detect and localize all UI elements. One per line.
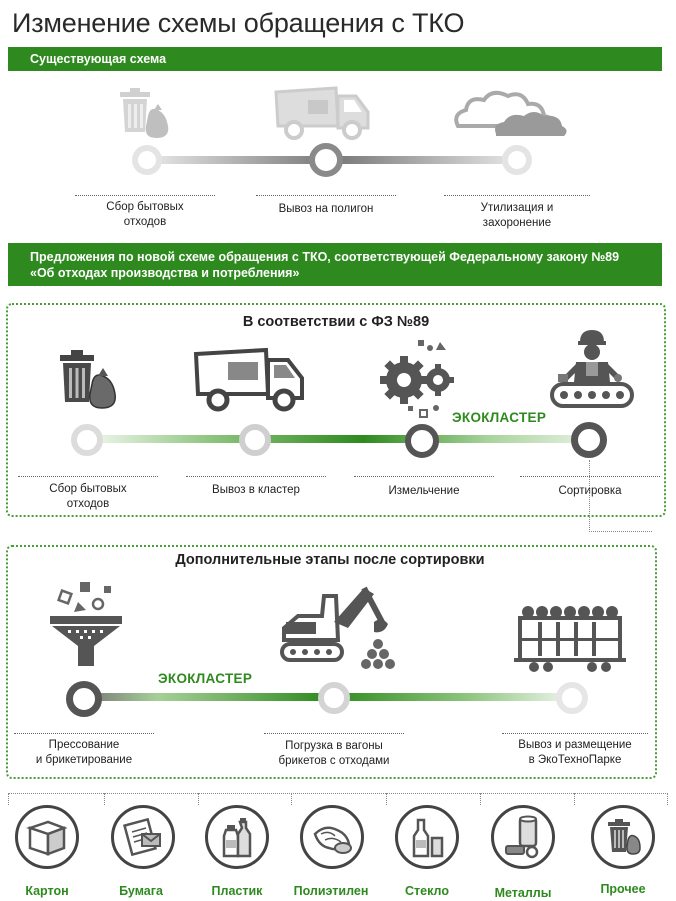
fz89-node-4 — [571, 422, 607, 458]
existing-step-label: Сбор бытовых отходов — [106, 201, 184, 228]
categories-tick — [198, 793, 199, 805]
category-cardboard — [15, 805, 79, 869]
category-label: Пластик — [211, 884, 263, 898]
category-other — [591, 805, 655, 869]
category-plastic — [205, 805, 269, 869]
categories-tick — [291, 793, 292, 805]
connector-line — [589, 531, 652, 532]
fz89-title: В соответствии с ФЗ №89 — [242, 314, 430, 330]
category-label: Полиэтилен — [293, 884, 369, 898]
connector-line — [589, 460, 590, 532]
fz89-node-2 — [239, 424, 271, 456]
trash-bin-icon — [608, 819, 641, 855]
sorting-worker-icon — [546, 326, 638, 410]
additional-node-1 — [66, 681, 102, 717]
fz89-frame — [6, 303, 666, 517]
garbage-truck-icon — [192, 347, 308, 414]
fz89-ecocluster-label: ЭКОКЛАСТЕР — [452, 410, 547, 425]
existing-step-label: Вывоз на полигон — [278, 203, 374, 215]
additional-ecocluster-label: ЭКОКЛАСТЕР — [158, 671, 253, 686]
proposal-banner: Предложения по новой схеме обращения с Т… — [8, 243, 662, 286]
fz89-node-3 — [405, 424, 439, 458]
categories-tick — [386, 793, 387, 805]
fz89-step-label: Вывоз в кластер — [212, 484, 300, 496]
existing-node-1 — [132, 145, 162, 175]
glass-bottle-icon — [412, 818, 444, 858]
categories-tick — [480, 793, 481, 805]
additional-step-label: Погрузка в вагоны брикетов с отходами — [278, 740, 390, 767]
category-label: Металлы — [494, 886, 552, 900]
categories-tick — [574, 793, 575, 805]
gears-icon — [378, 336, 462, 420]
categories-tick — [8, 793, 9, 805]
existing-step-label: Утилизация и захоронение — [480, 202, 554, 229]
additional-node-3 — [556, 682, 588, 714]
box-icon — [26, 820, 68, 856]
paper-icon — [122, 817, 161, 857]
proposal-banner-line1: Предложения по новой схеме обращения с Т… — [30, 250, 620, 264]
additional-frame — [6, 545, 657, 779]
fz89-step-label: Измельчение — [388, 485, 460, 497]
category-glass — [395, 805, 459, 869]
additional-node-2 — [318, 682, 350, 714]
plastic-bottles-icon — [222, 818, 252, 858]
additional-step-label: Прессование и брикетирование — [35, 739, 133, 766]
existing-scheme-banner: Существующая схема — [8, 47, 662, 71]
additional-title: Дополнительные этапы после сортировки — [175, 552, 485, 568]
category-metals — [491, 805, 555, 869]
fz89-step-label: Сбор бытовых отходов — [49, 483, 127, 510]
additional-step-label: Вывоз и размещение в ЭкоТехноПарке — [518, 739, 632, 766]
page-title: Изменение схемы обращения с ТКО — [12, 8, 465, 38]
trash-bin-icon — [118, 86, 174, 142]
categories-separator — [8, 793, 668, 794]
fz89-step-label: Сортировка — [558, 485, 622, 497]
funnel-icon — [46, 580, 126, 672]
categories-tick — [667, 793, 668, 805]
rail-wagon-icon — [514, 604, 626, 674]
categories-tick — [104, 793, 105, 805]
category-polyethylene — [300, 805, 364, 869]
existing-node-2 — [309, 143, 343, 177]
existing-node-3 — [502, 145, 532, 175]
polyethylene-icon — [313, 826, 352, 854]
excavator-icon — [278, 582, 402, 674]
proposal-banner-line2: «Об отходах производства и потребления» — [30, 266, 300, 280]
fz89-node-1 — [71, 424, 103, 456]
category-label: Стекло — [405, 884, 449, 898]
trash-bin-icon — [58, 348, 120, 412]
landfill-clouds-icon — [452, 86, 570, 140]
category-label: Картон — [25, 884, 69, 898]
category-label: Бумага — [119, 884, 163, 898]
metal-can-icon — [505, 815, 539, 859]
category-paper — [111, 805, 175, 869]
garbage-truck-icon — [272, 86, 372, 144]
category-label: Прочее — [600, 882, 646, 896]
